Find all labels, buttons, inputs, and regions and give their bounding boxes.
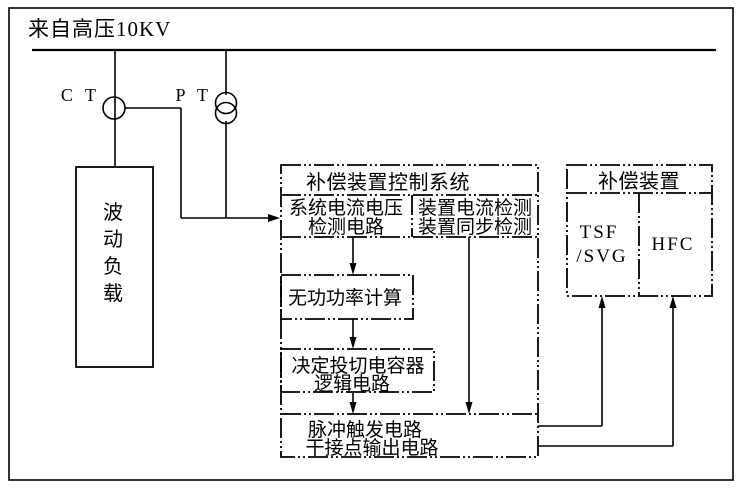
arrowhead-into-output-right [465,402,473,414]
pt-symbol-upper-icon [214,91,238,115]
ct-label: C T [61,85,100,105]
system-detect-line1: 系统电流电压 [289,197,403,219]
load-box-char-1: 波 [103,201,123,224]
device-detect-line1: 装置电流检测 [418,197,532,219]
arrowhead-into-output-left [349,402,357,414]
output-box-line2: 干接点输出电路 [305,437,438,459]
load-box [75,166,154,368]
hfc-label: HFC [652,234,695,255]
load-box-char-3: 负 [103,255,123,278]
page-border [8,7,734,481]
compensation-title: 补偿装置 [598,170,680,193]
switch-logic-line1: 决定投切电容器 [291,355,424,377]
system-detect-line2: 检测电路 [308,216,384,238]
load-box-char-2: 动 [103,228,123,251]
source-label: 来自高压10KV [28,17,171,41]
switch-logic-line2: 逻辑电路 [314,373,390,395]
load-box-char-4: 载 [103,282,123,305]
arrowhead-into-tsf [598,296,606,308]
arrowhead-into-detection [268,214,280,222]
reactive-power-label: 无功功率计算 [288,287,402,309]
device-detect-line2: 装置同步检测 [418,216,532,238]
ct-symbol-icon [102,96,126,120]
pt-symbol-lower-icon [214,101,238,125]
pt-label: P T [175,85,212,105]
arrowhead-into-reactive [349,263,357,275]
arrowhead-into-hfc [669,296,677,308]
switch-logic-box [280,348,435,393]
arrowhead-into-logic [349,337,357,349]
tsf-label-line1: TSF [580,222,619,243]
tsf-label-line2: /SVG [576,246,627,267]
reactive-power-box [280,274,414,320]
output-box-line1: 脉冲触发电路 [308,419,422,441]
control-system-title: 补偿装置控制系统 [306,171,470,194]
